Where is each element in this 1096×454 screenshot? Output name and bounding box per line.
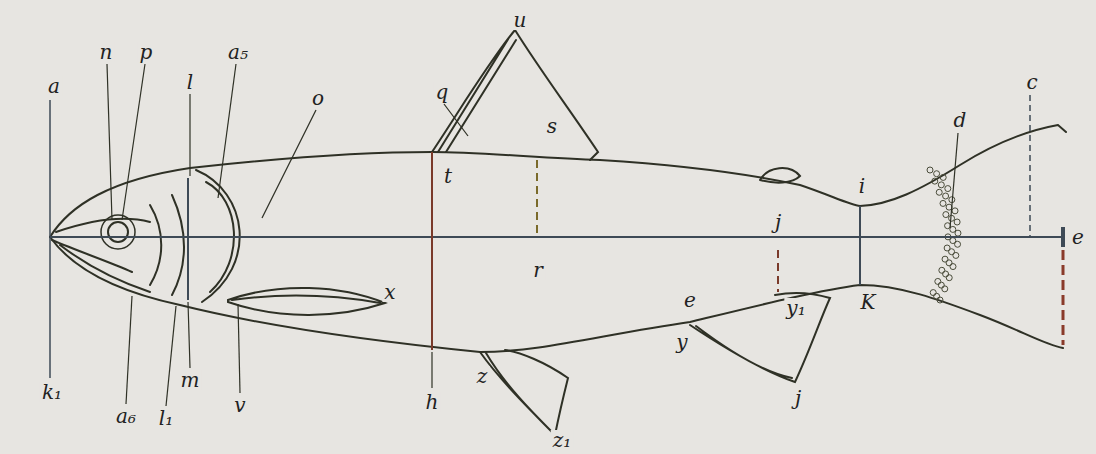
leader-lines (107, 64, 958, 406)
point-label: v (232, 395, 247, 415)
axis-line (50, 236, 1063, 238)
point-label: t (442, 166, 454, 186)
point-label: u (512, 10, 529, 30)
body-belly (50, 237, 1063, 352)
scale-dot (936, 189, 942, 195)
scale-dot (934, 171, 940, 177)
j-y-line (777, 250, 779, 292)
eye-ring (101, 215, 135, 249)
scale-dot (935, 278, 941, 284)
leader-line (188, 302, 190, 368)
leader-line (107, 64, 112, 220)
point-label: x (382, 282, 397, 302)
point-label: y₁ (784, 298, 807, 318)
measure-lines (50, 95, 1063, 378)
point-label: e (682, 290, 698, 310)
scale-dot (946, 275, 952, 281)
s-r-line (536, 160, 538, 237)
dorsal-fin (432, 30, 598, 160)
point-label: z (475, 366, 490, 386)
point-label: j (793, 388, 803, 408)
scale-dot (955, 230, 961, 236)
scale-dot (934, 293, 940, 299)
leader-line (431, 352, 432, 388)
scale-dot (946, 260, 952, 266)
leader-line (262, 110, 316, 218)
point-label: s (545, 116, 559, 136)
pelvic-fin (480, 350, 568, 435)
point-label: z₁ (551, 430, 574, 450)
scale-dot (943, 271, 949, 277)
scale-dot (937, 297, 943, 303)
point-label: y (674, 332, 689, 352)
scale-dot (955, 241, 961, 247)
leader-line (218, 64, 236, 198)
leader-line (238, 304, 240, 393)
point-label: a₅ (226, 42, 250, 62)
point-label: n (98, 42, 115, 62)
point-label: c (1024, 72, 1039, 92)
scale-dot (930, 290, 936, 296)
scale-dot (952, 208, 958, 214)
leader-line (126, 296, 132, 404)
leader-line (189, 94, 190, 176)
t-h-line (431, 152, 433, 350)
point-label: K (859, 292, 878, 312)
scale-dot (939, 267, 945, 273)
leader-line (122, 64, 145, 220)
leader-line (444, 104, 468, 136)
pectoral-fin (228, 288, 385, 315)
point-label: r (531, 260, 545, 280)
leader-line (166, 306, 176, 406)
anal-fin (690, 293, 830, 382)
scale-dot (954, 219, 960, 225)
c-line (1029, 95, 1031, 237)
point-label: k₁ (40, 382, 64, 402)
point-label: e (1070, 227, 1086, 247)
end-tick (1061, 227, 1065, 247)
scale-dot (950, 264, 956, 270)
scale-dot (927, 167, 933, 173)
point-label: i (857, 176, 867, 196)
point-label: q (434, 82, 451, 102)
body-back (50, 125, 1066, 237)
leader-line (950, 133, 958, 228)
i-k-line (859, 206, 861, 285)
point-label: a (46, 76, 62, 96)
eye (108, 222, 128, 242)
scale-dot (953, 252, 959, 258)
point-label: p (138, 42, 155, 62)
point-label: a₆ (114, 406, 138, 426)
scale-dot (938, 182, 944, 188)
point-label: h (424, 392, 441, 412)
adipose-fin (760, 168, 800, 183)
a-line (49, 100, 51, 378)
scale-dot (940, 200, 946, 206)
point-label: j (773, 212, 783, 232)
fish-outline (50, 30, 1066, 435)
scale-dot (942, 286, 948, 292)
scale-dot (938, 282, 944, 288)
point-label: l (185, 72, 195, 92)
lateral-scales (927, 167, 961, 303)
scale-dot (943, 193, 949, 199)
point-label: m (179, 370, 202, 390)
l-m-line (187, 178, 189, 300)
scale-dot (945, 186, 951, 192)
point-label: l₁ (157, 408, 175, 428)
scale-dot (940, 174, 946, 180)
point-label: d (952, 110, 969, 130)
scale-dot (943, 212, 949, 218)
point-label: o (310, 88, 326, 108)
tail-line (1062, 250, 1065, 345)
scale-dot (932, 178, 938, 184)
